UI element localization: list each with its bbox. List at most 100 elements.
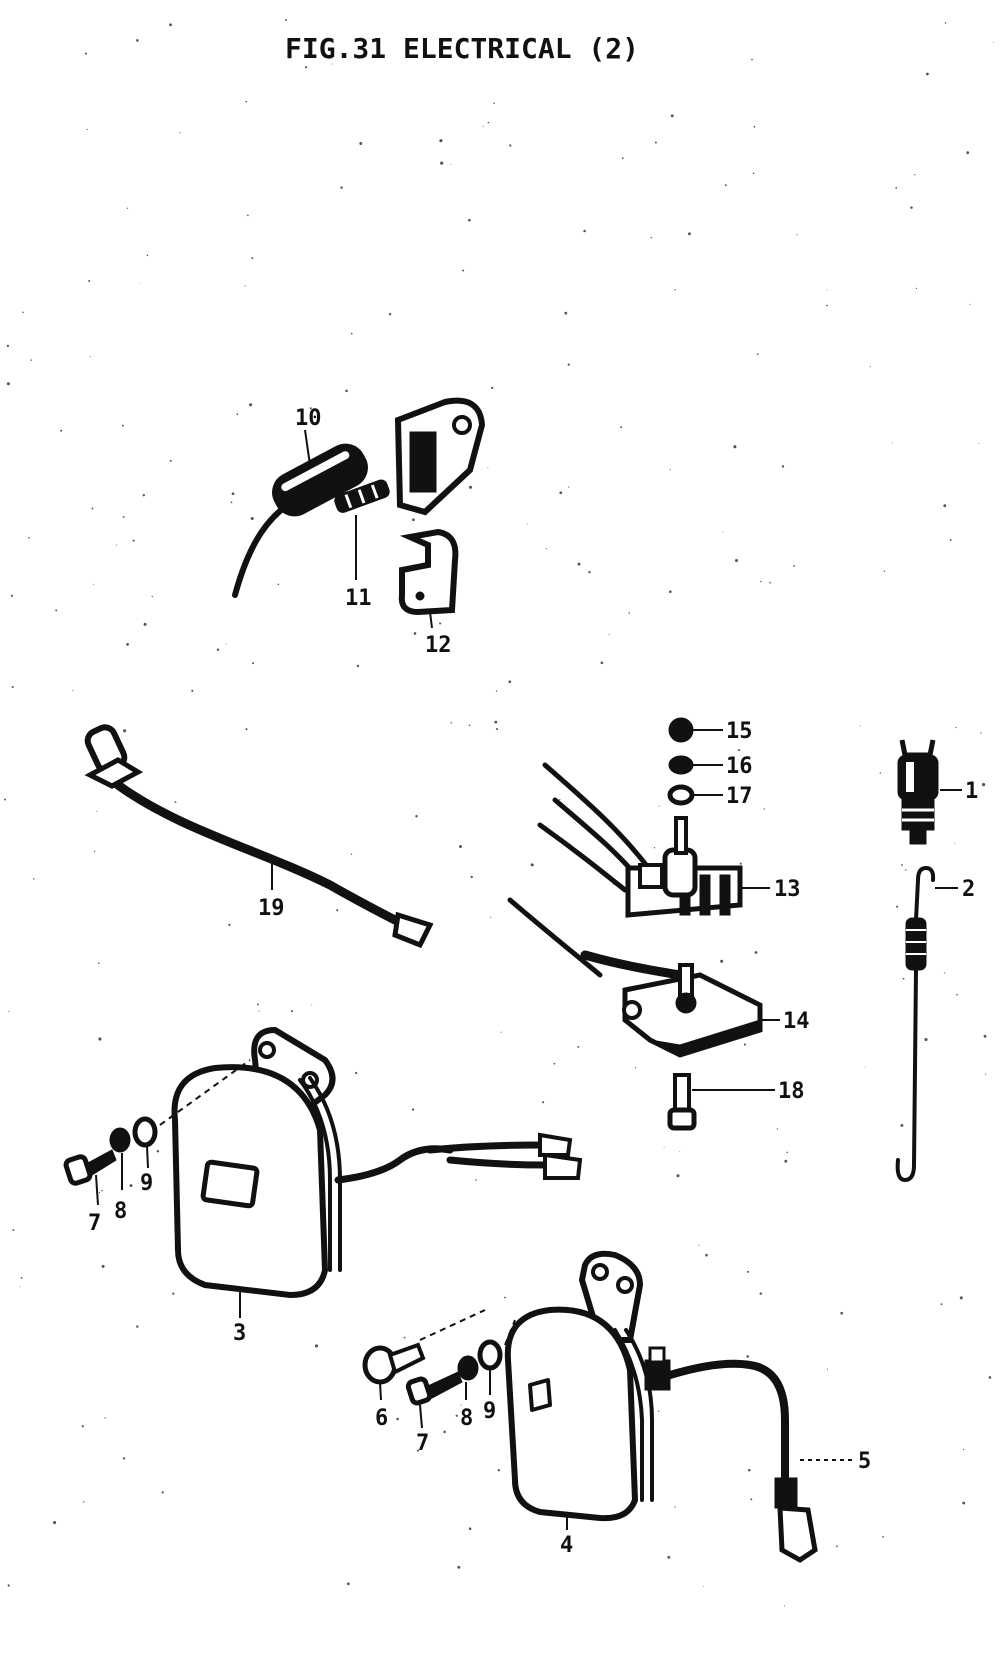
scan-speck <box>915 287 918 290</box>
scan-speck <box>896 905 899 908</box>
bolt-7-left <box>63 1149 117 1186</box>
scan-speck <box>879 772 881 774</box>
scan-speck <box>161 1491 164 1494</box>
scan-speck <box>759 1292 763 1295</box>
callout-6: 6 <box>375 1406 388 1431</box>
scan-speck <box>129 1184 133 1188</box>
scan-speck <box>796 234 798 236</box>
scan-speck <box>468 724 471 727</box>
scan-speck <box>781 465 785 468</box>
scan-speck <box>169 23 172 27</box>
scan-speck <box>172 1292 175 1295</box>
scan-speck <box>340 186 343 189</box>
scan-speck <box>993 42 995 44</box>
scan-speck <box>83 1501 85 1503</box>
horn-4 <box>362 1250 855 1563</box>
scan-speck <box>216 648 220 651</box>
scan-speck <box>98 962 100 964</box>
scan-speck <box>612 884 614 886</box>
scan-speck <box>440 161 444 165</box>
scan-speck <box>756 353 759 355</box>
scan-speck <box>252 662 255 665</box>
scan-speck <box>949 538 952 541</box>
scan-speck <box>955 726 957 729</box>
scan-speck <box>669 590 672 593</box>
scan-noise <box>4 19 995 1607</box>
horn-3 <box>63 1026 583 1318</box>
callout-5: 5 <box>858 1449 871 1474</box>
scan-speck <box>10 594 13 597</box>
scan-speck <box>468 1527 472 1530</box>
washer-17 <box>667 784 695 806</box>
scan-speck <box>122 516 125 518</box>
scan-speck <box>359 142 363 145</box>
scan-speck <box>116 544 118 546</box>
scan-speck <box>687 232 691 236</box>
scan-speck <box>608 634 610 636</box>
scan-speck <box>101 1189 103 1192</box>
scan-speck <box>8 1010 10 1012</box>
bolt-7-right <box>405 1371 463 1406</box>
scan-speck <box>244 285 246 287</box>
scan-speck <box>750 1498 753 1501</box>
scan-speck <box>577 562 581 566</box>
scan-speck <box>96 811 98 813</box>
scan-speck <box>86 128 88 131</box>
regulator-rectifier-group <box>507 717 780 1131</box>
scan-speck <box>309 407 312 410</box>
figure-title: FIG.31 ELECTRICAL (2) <box>285 32 639 65</box>
scan-speck <box>621 157 624 160</box>
scan-speck <box>412 518 415 522</box>
scan-speck <box>462 269 465 272</box>
scan-speck <box>983 1034 987 1038</box>
scan-speck <box>783 1605 786 1607</box>
scan-speck <box>245 728 248 731</box>
scan-speck <box>500 1031 502 1033</box>
scan-speck <box>864 1066 866 1068</box>
scan-speck <box>620 426 623 429</box>
scan-speck <box>944 22 947 24</box>
scan-speck <box>669 468 671 470</box>
scan-speck <box>676 1174 680 1178</box>
callout-8-left: 8 <box>114 1199 127 1224</box>
scan-speck <box>468 485 473 489</box>
scan-speck <box>126 207 129 209</box>
scan-speck <box>674 1506 676 1508</box>
scan-speck <box>954 842 956 844</box>
scan-speck <box>634 1067 637 1069</box>
scan-speck <box>559 798 561 801</box>
scan-speck <box>901 864 903 866</box>
scan-speck <box>743 1043 746 1046</box>
callout-2: 2 <box>962 877 975 902</box>
scan-speck <box>495 727 499 731</box>
scan-speck <box>491 386 494 390</box>
condenser-body <box>272 443 368 517</box>
scan-speck <box>247 214 249 217</box>
scan-speck <box>415 814 418 818</box>
scan-speck <box>859 725 861 727</box>
callout-16: 16 <box>726 754 753 779</box>
scan-speck <box>6 382 10 386</box>
scan-speck <box>900 1123 904 1127</box>
scan-speck <box>826 1368 828 1370</box>
scan-speck <box>526 523 528 525</box>
scan-speck <box>734 558 739 563</box>
scan-speck <box>508 680 512 684</box>
scan-speck <box>143 622 147 626</box>
scan-speck <box>650 236 652 239</box>
scan-speck <box>277 583 280 586</box>
scan-speck <box>760 580 762 583</box>
scan-speck <box>926 72 929 76</box>
scan-speck <box>230 501 233 504</box>
scan-speck <box>470 875 473 879</box>
clamp-11 <box>334 479 390 513</box>
scan-speck <box>487 466 489 468</box>
scan-speck <box>139 282 141 284</box>
scan-speck <box>826 289 828 291</box>
scan-speck <box>924 1037 928 1042</box>
scan-speck <box>670 114 674 118</box>
scan-speck <box>748 1468 751 1472</box>
scan-speck <box>457 1565 461 1569</box>
scan-speck <box>98 1191 100 1194</box>
